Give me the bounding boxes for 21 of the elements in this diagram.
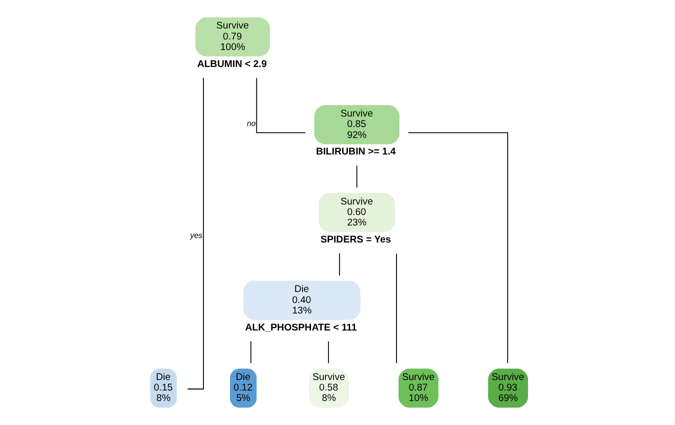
edge-label: yes bbox=[190, 230, 202, 240]
node-box: Survive 0.87 10% bbox=[398, 368, 438, 408]
connector bbox=[250, 340, 251, 364]
node-box: Die 0.12 5% bbox=[230, 368, 256, 408]
connector bbox=[407, 132, 508, 364]
node-box: Survive 0.85 92% bbox=[314, 105, 399, 144]
connector bbox=[338, 252, 340, 276]
node-box: Survive 0.79 100% bbox=[194, 17, 270, 56]
edge-label: no bbox=[246, 119, 256, 128]
node-label: ALBUMIN < 2.9 bbox=[196, 58, 266, 70]
connector bbox=[256, 77, 306, 134]
connector bbox=[186, 77, 204, 390]
node-box: Die 0.40 13% bbox=[242, 280, 360, 320]
connector bbox=[356, 165, 357, 188]
node-box: Survive 0.60 23% bbox=[318, 192, 394, 232]
node-label: SPIDERS = Yes bbox=[320, 234, 391, 246]
node-box: Survive 0.93 69% bbox=[488, 368, 528, 408]
node-box: Die 0.15 8% bbox=[150, 368, 176, 408]
node-label: ALK_PHOSPHATE < 111 bbox=[244, 322, 356, 334]
node-box: Survive 0.58 8% bbox=[308, 368, 348, 408]
node-label: BILIRUBIN >= 1.4 bbox=[316, 146, 396, 158]
